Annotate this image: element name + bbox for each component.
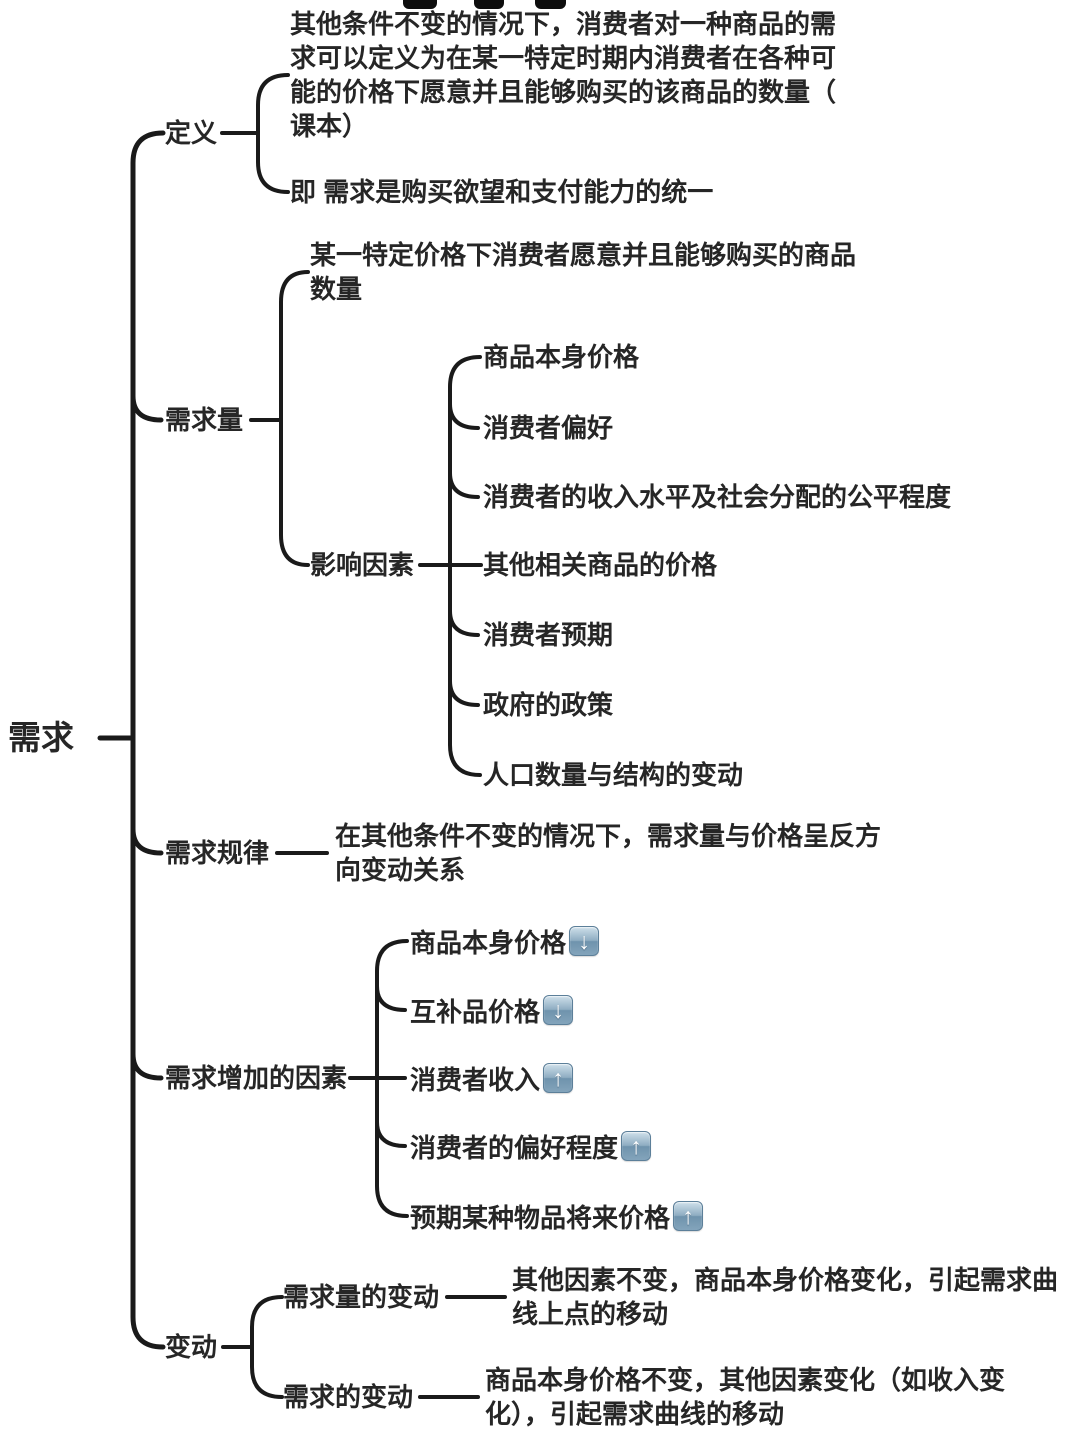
node-change-in-quantity-demanded: 需求量的变动 — [283, 1282, 440, 1312]
up-arrow-icon — [673, 1201, 704, 1231]
branch-demand-increase-factors: 需求增加的因素 — [165, 1063, 348, 1093]
demand-increase-item: 商品本身价格 — [410, 924, 600, 958]
change-in-demand-text: 商品本身价格不变，其他因素变化（如收入变化），引起需求曲线的移动 — [485, 1365, 1006, 1429]
definition-summary-text: 即 需求是购买欲望和支付能力的统一 — [290, 177, 714, 207]
demand-increase-item-label: 商品本身价格 — [410, 927, 567, 958]
law-of-demand-text: 在其他条件不变的情况下，需求量与价格呈反方向变动关系 — [335, 821, 882, 885]
down-arrow-icon — [543, 995, 574, 1025]
definition-textbook-text: 其他条件不变的情况下，消费者对一种商品的需求可以定义为在某一特定时期内消费者在各… — [290, 9, 837, 141]
demand-increase-item: 互补品价格 — [410, 993, 574, 1027]
up-arrow-icon — [621, 1131, 652, 1161]
influencing-factor-item: 人口数量与结构的变动 — [483, 760, 744, 790]
demand-increase-item-label: 消费者的偏好程度 — [410, 1132, 619, 1163]
influencing-factor-item: 政府的政策 — [483, 690, 614, 720]
demand-increase-item: 消费者收入 — [410, 1061, 574, 1095]
influencing-factor-item: 消费者偏好 — [483, 413, 614, 443]
down-arrow-icon — [569, 926, 600, 956]
cropped-title-fragment — [474, 0, 504, 9]
change-in-quantity-demanded-text: 其他因素不变，商品本身价格变化，引起需求曲线上点的移动 — [512, 1265, 1059, 1329]
influencing-factor-item: 商品本身价格 — [483, 342, 640, 372]
influencing-factor-item: 消费者预期 — [483, 620, 614, 650]
demand-increase-item: 预期某种物品将来价格 — [410, 1199, 704, 1233]
quantity-demanded-definition-text: 某一特定价格下消费者愿意并且能够购买的商品数量 — [310, 240, 857, 304]
node-influencing-factors: 影响因素 — [310, 550, 415, 580]
influencing-factor-item: 消费者的收入水平及社会分配的公平程度 — [483, 482, 952, 512]
demand-increase-item-label: 预期某种物品将来价格 — [410, 1202, 671, 1233]
branch-quantity-demanded: 需求量 — [165, 405, 244, 435]
node-change-in-demand: 需求的变动 — [283, 1382, 414, 1412]
demand-increase-item: 消费者的偏好程度 — [410, 1129, 652, 1163]
demand-increase-item-label: 消费者收入 — [410, 1064, 541, 1095]
up-arrow-icon — [543, 1063, 574, 1093]
demand-increase-item-label: 互补品价格 — [410, 996, 541, 1027]
influencing-factor-item: 其他相关商品的价格 — [483, 550, 718, 580]
branch-changes: 变动 — [165, 1332, 218, 1362]
cropped-title-fragment — [403, 0, 437, 9]
root-node-demand: 需求 — [8, 719, 74, 756]
cropped-title-fragment — [535, 0, 566, 9]
branch-law-of-demand: 需求规律 — [165, 838, 270, 868]
branch-definition: 定义 — [165, 118, 218, 148]
